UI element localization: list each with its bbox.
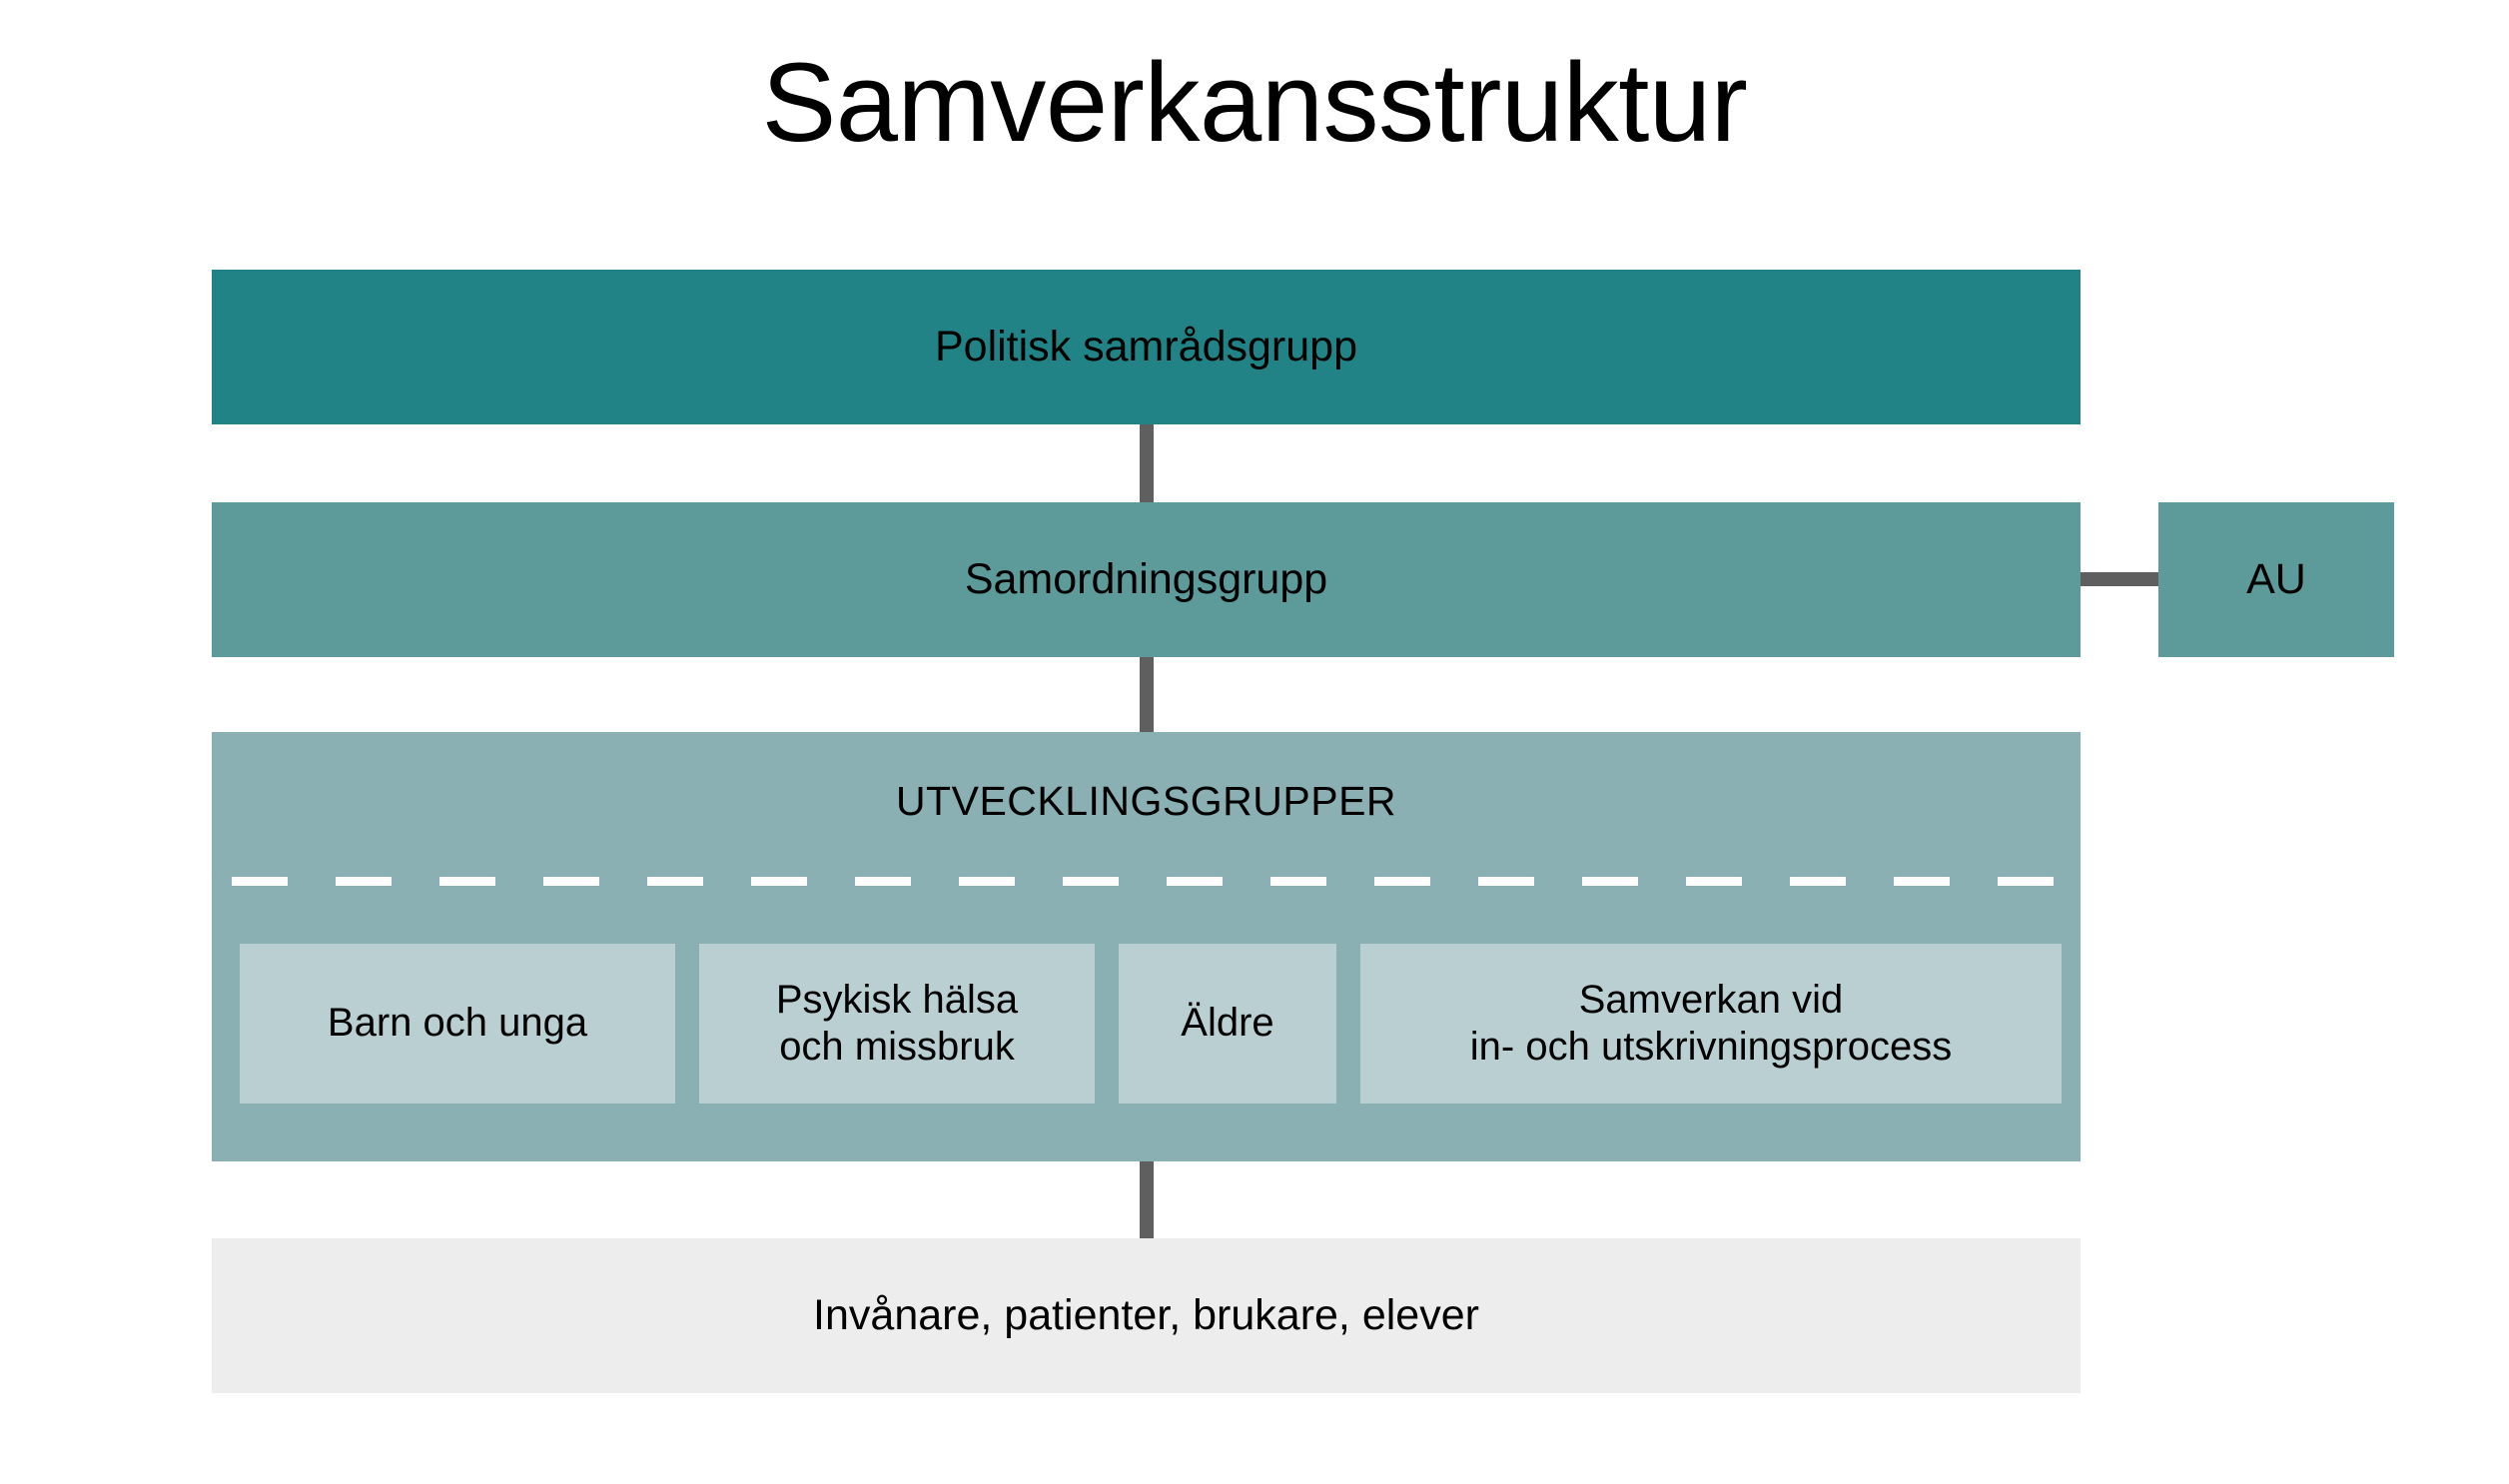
subgroup-label-aldre: Äldre (1181, 1001, 1274, 1046)
subgroup-label-samverkan-vid-in-och-utskrivningsprocess: Samverkan vid in- och utskrivningsproces… (1470, 977, 1952, 1071)
connector-development-groups-to-citizens (1140, 1161, 1154, 1238)
node-label-samordningsgrupp: Samordningsgrupp (964, 555, 1328, 603)
subgroup-label-line-1: Samverkan vid (1578, 977, 1844, 1022)
node-politisk-samradsgrupp[interactable]: Politisk samrådsgrupp (212, 270, 2081, 424)
dashed-divider (232, 877, 2061, 886)
connector-political-to-coordination (1140, 424, 1154, 502)
page-title: Samverkansstruktur (761, 40, 1748, 165)
node-label-politisk-samradsgrupp: Politisk samrådsgrupp (934, 323, 1357, 371)
node-au[interactable]: AU (2158, 502, 2394, 657)
node-invanare-patienter-brukare-elever[interactable]: Invånare, patienter, brukare, elever (212, 1238, 2081, 1393)
subgroup-label-line-2: in- och utskrivningsprocess (1469, 1025, 1953, 1069)
subgroup-row: Barn och unga Psykisk hälsa och missbruk… (240, 944, 2076, 1104)
subgroup-label-line-1: Psykisk hälsa (775, 977, 1019, 1022)
node-label-au: AU (2246, 555, 2306, 603)
node-label-invanare-patienter-brukare-elever: Invånare, patienter, brukare, elever (813, 1291, 1479, 1339)
subgroup-aldre[interactable]: Äldre (1119, 944, 1336, 1104)
node-utvecklingsgrupper[interactable]: UTVECKLINGSGRUPPER Barn och unga Psykisk… (212, 732, 2081, 1161)
subgroup-barn-och-unga[interactable]: Barn och unga (240, 944, 675, 1104)
subgroup-label-line-2: och missbruk (779, 1025, 1015, 1069)
node-samordningsgrupp[interactable]: Samordningsgrupp (212, 502, 2081, 657)
subgroup-label-barn-och-unga: Barn och unga (327, 1001, 588, 1046)
node-label-utvecklingsgrupper: UTVECKLINGSGRUPPER (895, 778, 1397, 824)
connector-coordination-to-development-groups (1140, 657, 1154, 732)
subgroup-psykisk-halsa-och-missbruk[interactable]: Psykisk hälsa och missbruk (699, 944, 1095, 1104)
subgroup-label-psykisk-halsa-och-missbruk: Psykisk hälsa och missbruk (776, 977, 1018, 1071)
subgroup-samverkan-vid-in-och-utskrivningsprocess[interactable]: Samverkan vid in- och utskrivningsproces… (1360, 944, 2062, 1104)
connector-coordination-to-au (2081, 572, 2158, 586)
